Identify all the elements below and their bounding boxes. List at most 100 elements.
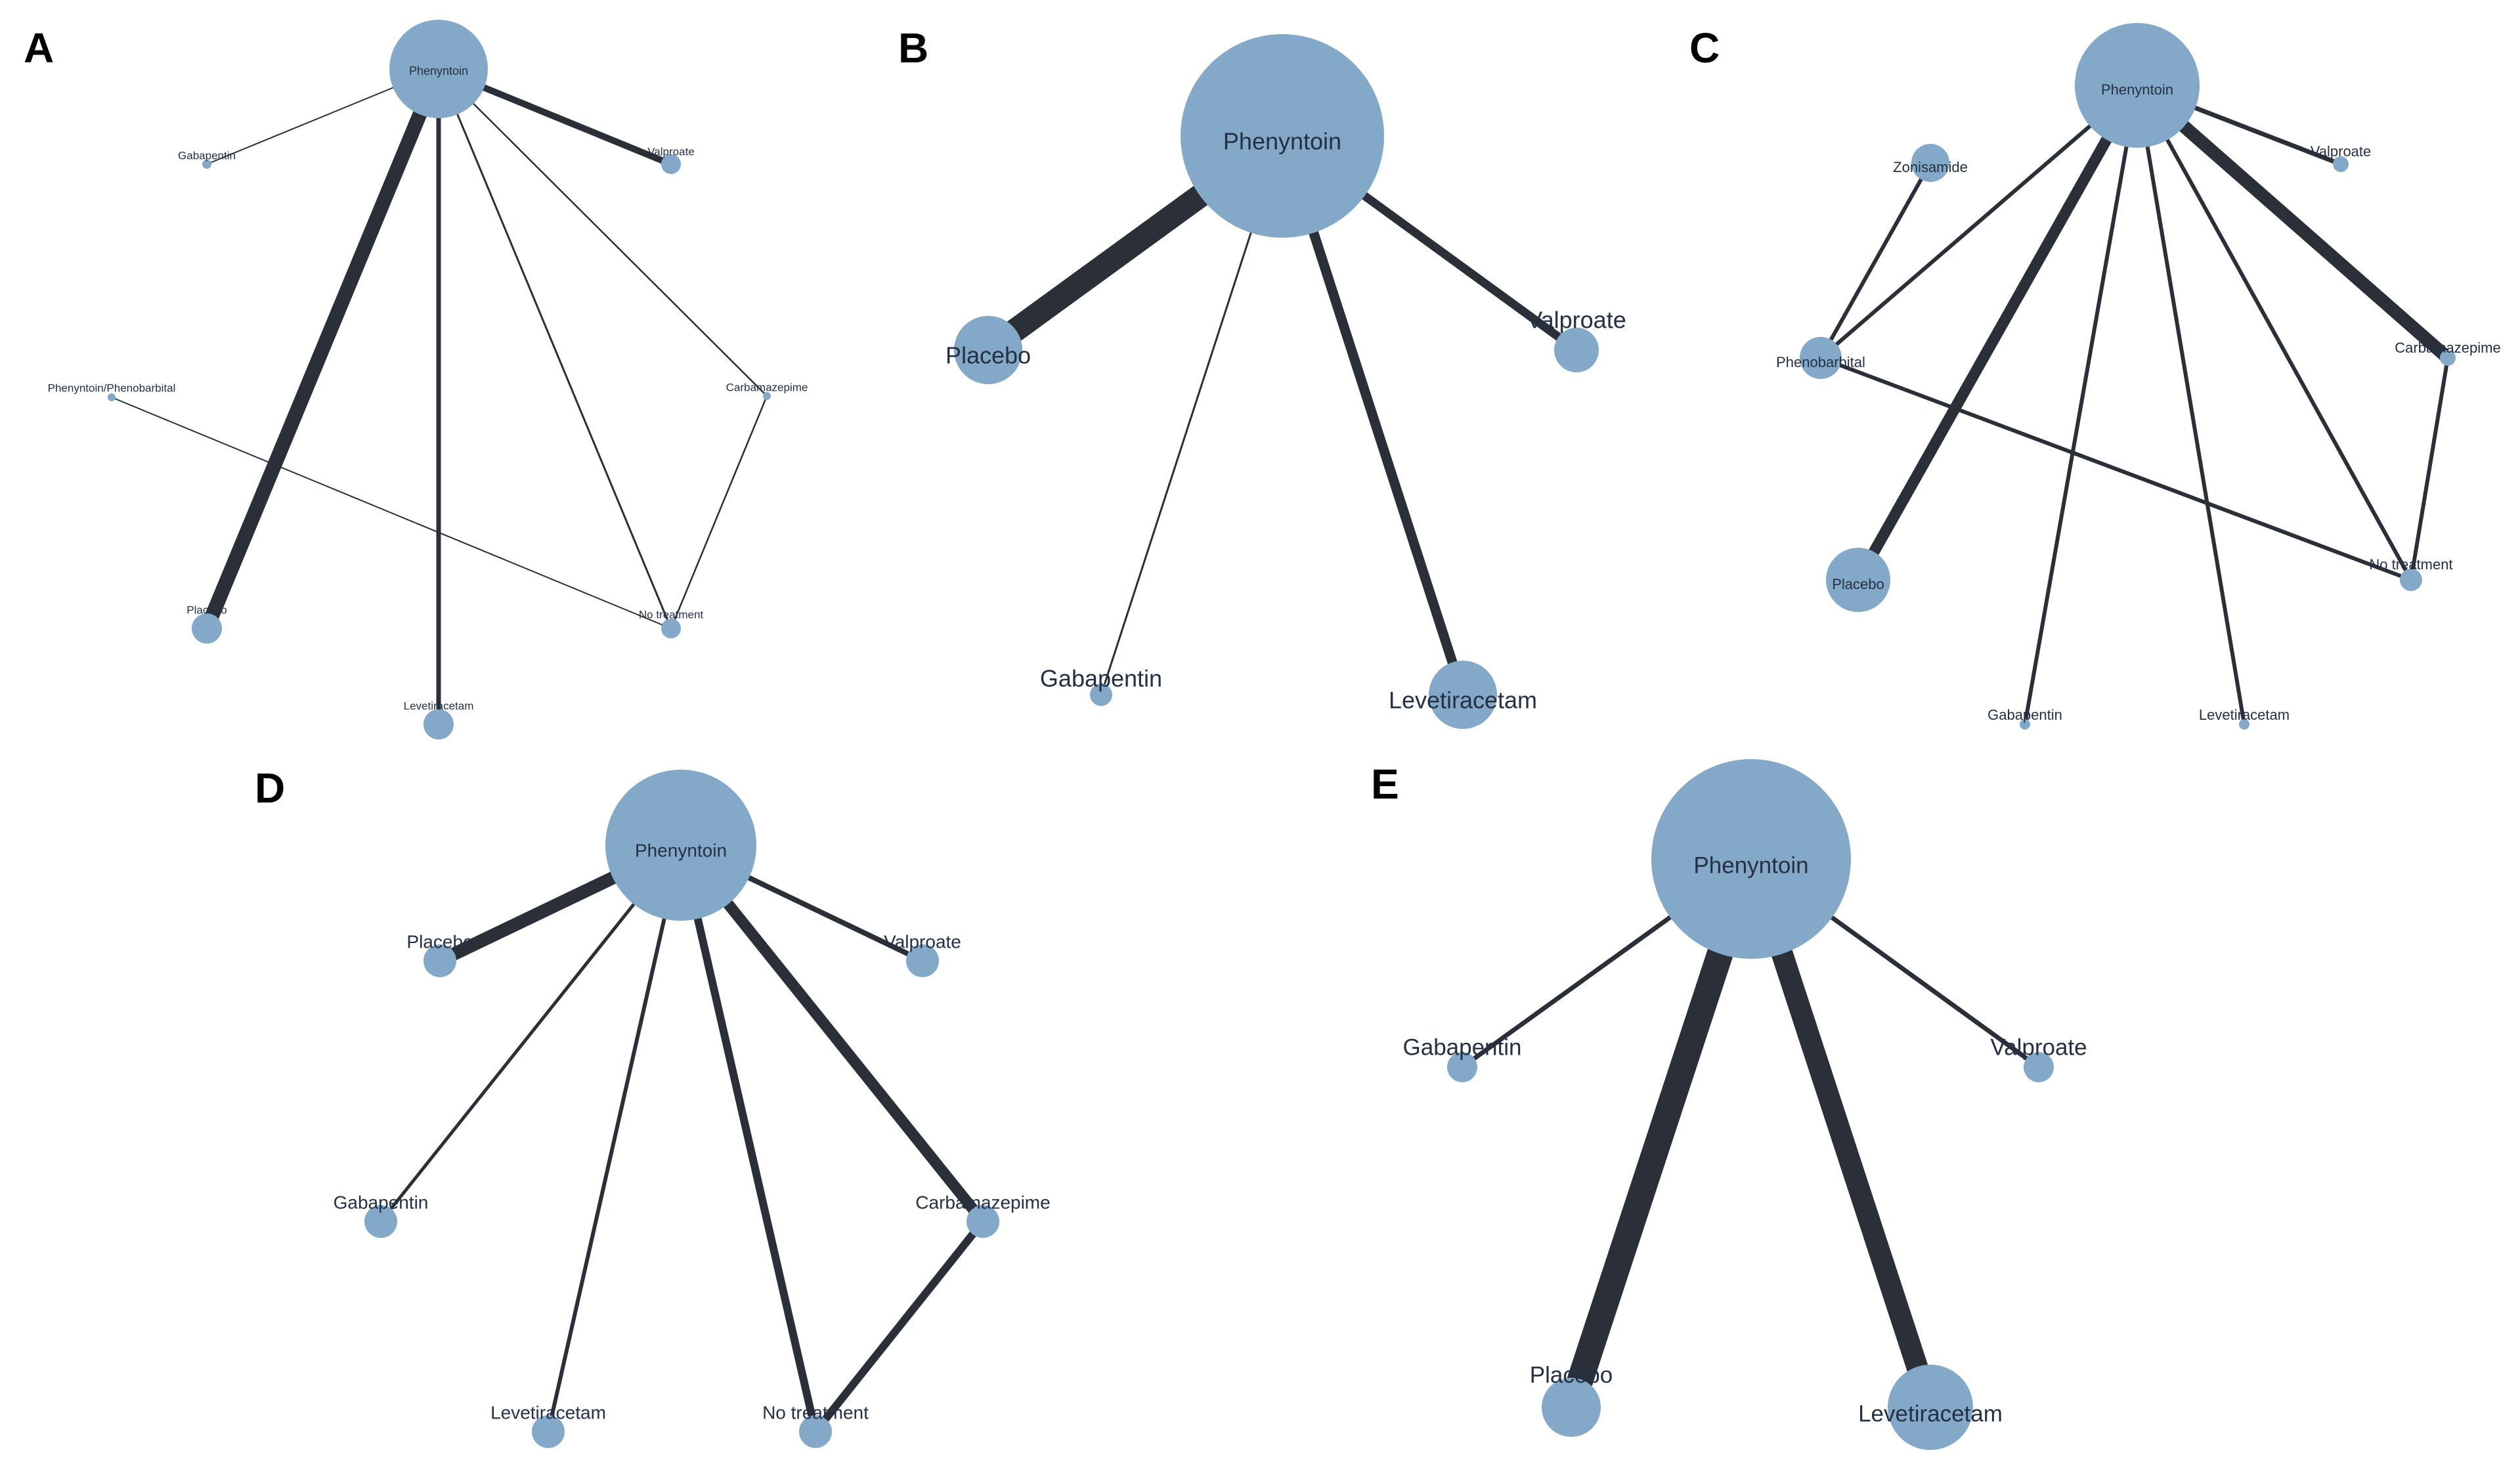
node-valproate (2024, 1052, 2054, 1082)
node-label-placebo: Placebo (945, 342, 1031, 369)
edge-phenytoin-to-phenobarbital (1819, 83, 2139, 360)
node-gabapentin (1090, 684, 1112, 706)
edge-carbamazepime-to-no-treatment (670, 395, 768, 629)
node-no-treatment (2400, 569, 2422, 591)
edge-phenytoin-to-carbamazepime (2133, 80, 2452, 363)
edge-phenytoin-to-carbamazepime (676, 841, 988, 1225)
node-label-placebo: Placebo (186, 604, 227, 616)
edge-phenobarbital-to-no-treatment (1819, 356, 2412, 582)
node-label-placebo: Placebo (406, 931, 473, 952)
node-carbamazepime (967, 1205, 999, 1238)
panel-letter-c: C (1689, 24, 1720, 72)
node-levetiracetam (532, 1415, 565, 1448)
edge-phenytoin-to-gabapentin (380, 844, 682, 1223)
node-phenytoin (1651, 759, 1851, 959)
nodes (1800, 23, 2456, 730)
node-no-treatment (661, 619, 681, 638)
nodes (1447, 759, 2054, 1450)
node-label-carbamazepime: Carbamazepime (2395, 340, 2500, 356)
edge-phenytoin-to-placebo (1853, 82, 2142, 583)
node-label-levetiracetam: Levetiracetam (1389, 687, 1537, 714)
node-label-valproate: Valproate (1990, 1034, 2087, 1060)
node-placebo (1826, 548, 1890, 612)
node-placebo (1542, 1378, 1601, 1437)
node-label-valproate: Valproate (2311, 143, 2372, 160)
node-gabapentin (202, 160, 211, 169)
panel-letter-a: A (24, 24, 54, 72)
node-carbamazepime (2440, 350, 2456, 366)
node-label-levetiracetam: Levetiracetam (1858, 1401, 2003, 1426)
node-phenobarbital (1800, 337, 1842, 379)
nodes (364, 770, 999, 1448)
edge-phenytoin-to-placebo (200, 66, 446, 632)
panel-letter-b: B (898, 24, 928, 72)
node-label-placebo: Placebo (1530, 1362, 1613, 1388)
node-label-phenytoin: Phenyntoin (1223, 128, 1341, 155)
node-gabapentin (1447, 1052, 1477, 1082)
node-label-gabapentin: Gabapentin (1403, 1034, 1522, 1060)
node-label-no-treatment: No treatment (2369, 556, 2452, 573)
node-label-valproate: Valproate (884, 931, 961, 952)
node-placebo (954, 316, 1022, 384)
node-label-no-treatment: No treatment (639, 608, 704, 621)
node-label-levetiracetam: Levetiracetam (2199, 707, 2290, 723)
nodes (954, 34, 1599, 729)
node-label-gabapentin: Gabapentin (1988, 707, 2062, 723)
node-label-levetiracetam: Levetiracetam (404, 699, 474, 712)
node-phenytoin-phenobarbital (108, 393, 116, 401)
node-label-placebo: Placebo (1832, 576, 1884, 592)
node-valproate (906, 944, 939, 977)
node-label-valproate: Valproate (1527, 307, 1626, 334)
edge-carbamazepime-to-no-treatment (2409, 357, 2450, 581)
node-label-phenytoin: Phenyntoin (409, 64, 468, 77)
node-label-phenytoin: Phenyntoin (635, 840, 727, 860)
node-phenytoin (1181, 34, 1384, 238)
edge-phenytoin-to-levetiracetam (2135, 85, 2246, 725)
edge-phenytoin-to-gabapentin (2023, 85, 2139, 725)
node-phenytoin (389, 20, 488, 118)
node-zonisamide (1911, 144, 1949, 182)
edge-phenytoin-to-no-treatment (2135, 84, 2413, 581)
node-valproate (1554, 328, 1599, 372)
node-label-gabapentin: Gabapentin (334, 1192, 429, 1212)
node-valproate (661, 154, 681, 174)
node-levetiracetam (1888, 1365, 1973, 1450)
edge-phenytoin-to-levetiracetam (546, 845, 683, 1432)
node-label-carbamazepime: Carbamazepime (915, 1192, 1050, 1212)
node-label-no-treatment: No treatment (762, 1402, 869, 1422)
edges (1819, 80, 2452, 725)
node-valproate (2333, 156, 2349, 172)
node-label-phenobarbital: Phenobarbital (1776, 354, 1865, 370)
nodes (108, 20, 771, 739)
node-label-zonisamide: Zonisamide (1893, 159, 1968, 175)
edge-phenytoin-to-no-treatment (677, 844, 819, 1433)
node-gabapentin (364, 1205, 397, 1238)
node-phenytoin (605, 770, 756, 921)
node-label-phenytoin-phenobarbital: Phenyntoin/Phenobarbital (48, 382, 176, 394)
labels: PhenyntoinZonisamideValproatePhenobarbit… (1776, 81, 2501, 723)
node-levetiracetam (424, 709, 454, 739)
node-label-phenytoin: Phenyntoin (1693, 852, 1808, 878)
node-carbamazepime (763, 392, 771, 400)
edge-carbamazepime-to-no-treatment (812, 1219, 986, 1434)
node-label-gabapentin: Gabapentin (178, 149, 236, 162)
node-phenytoin (2075, 23, 2200, 148)
panel-letter-e: E (1371, 760, 1399, 808)
edge-phenytoin-to-no-treatment (437, 68, 672, 629)
edge-zonisamide-to-phenobarbital (1819, 162, 1932, 359)
panel-c: CPhenyntoinZonisamideValproatePhenobarbi… (1689, 23, 2501, 730)
node-gabapentin (2020, 719, 2030, 730)
node-placebo (192, 613, 222, 644)
edge-phenytoin-phenobarbital-to-no-treatment (111, 397, 672, 629)
panel-letter-d: D (255, 764, 285, 812)
node-label-carbamazepime: Carbamazepime (726, 381, 808, 393)
node-placebo (424, 944, 456, 977)
node-label-gabapentin: Gabapentin (1040, 665, 1162, 692)
node-no-treatment (799, 1415, 832, 1448)
